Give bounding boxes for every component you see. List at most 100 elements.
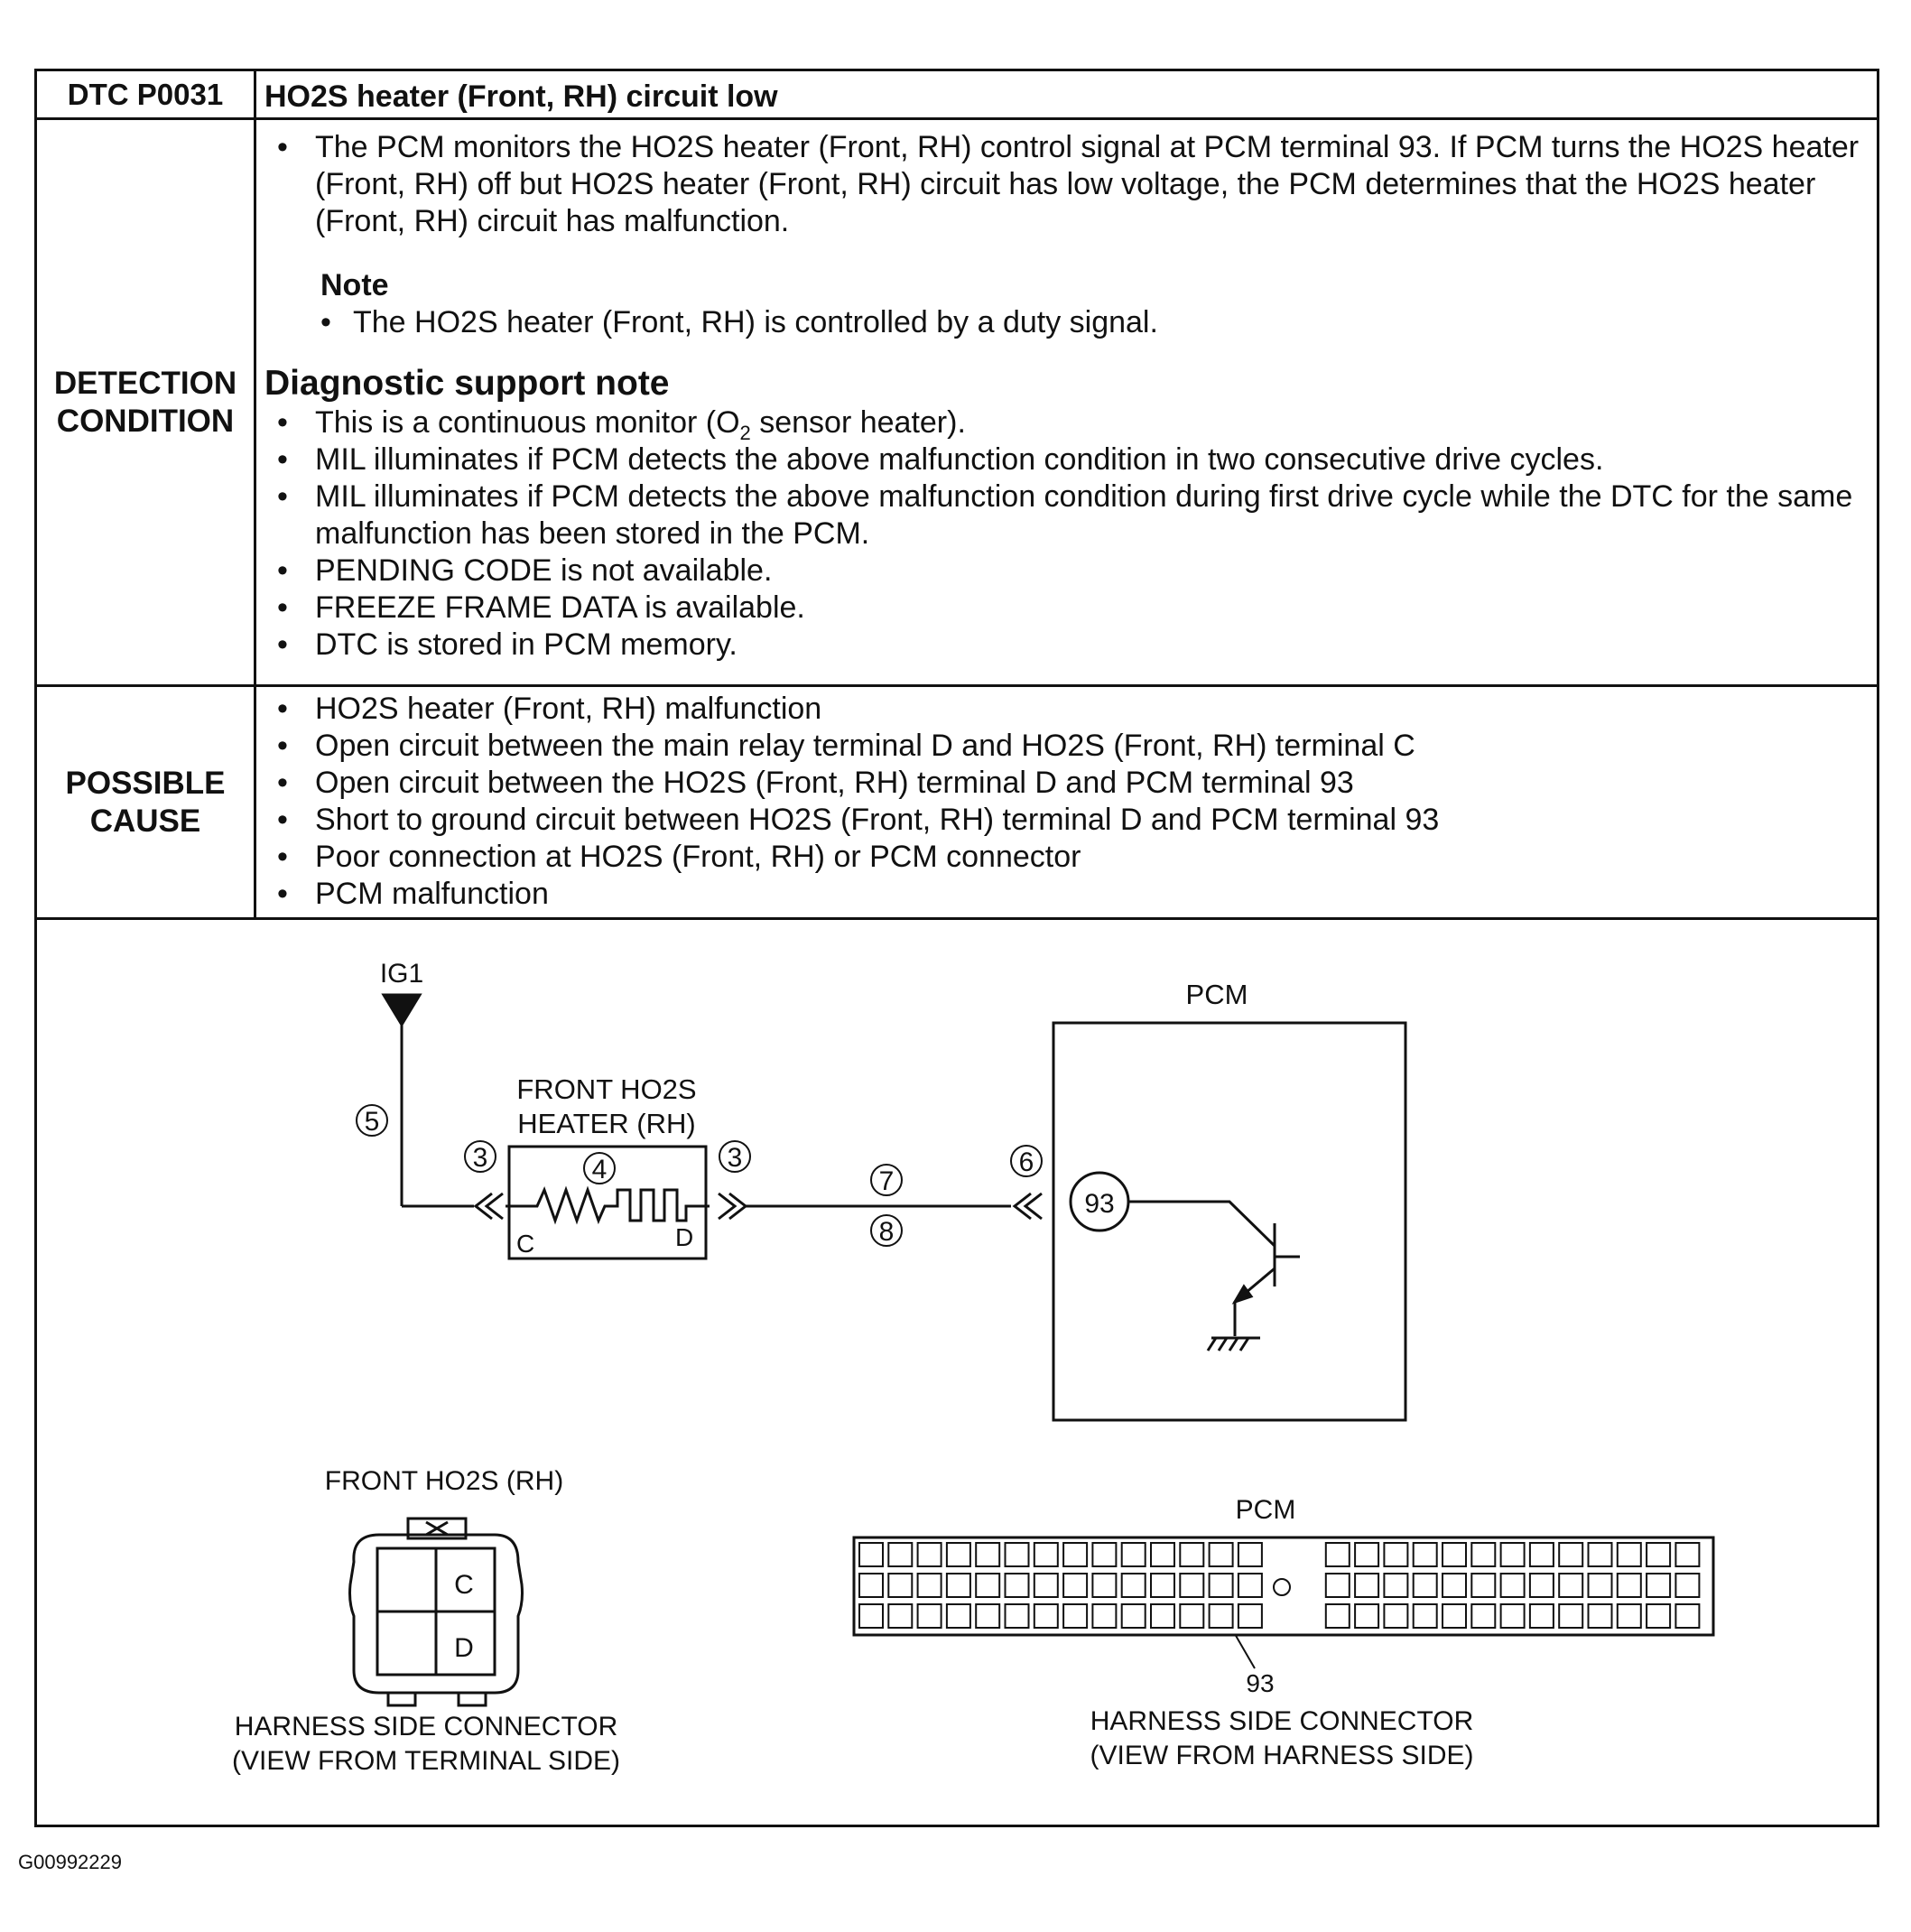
dtc-code: DTC P0031: [37, 71, 256, 117]
pcm-pin-cell: [1528, 1603, 1554, 1629]
pcm-pin-cell: [1528, 1573, 1554, 1598]
conn-left-caption-2: (VIEW FROM TERMINAL SIDE): [232, 1746, 620, 1776]
power-source-icon: [381, 993, 422, 1027]
pcm-pin-cell: [1150, 1603, 1175, 1629]
pcm-box: [1052, 1021, 1407, 1422]
conn-right-caption-2: (VIEW FROM HARNESS SIDE): [1090, 1741, 1473, 1770]
pcm-pin-cell: [1208, 1603, 1234, 1629]
pcm-pin-cell: [1179, 1603, 1205, 1629]
pcm-pin-cell: [1091, 1603, 1118, 1629]
detection-row: DETECTION CONDITION The PCM monitors the…: [37, 120, 1877, 687]
pcm-pin-cell: [1091, 1542, 1118, 1567]
heater-resistor-icon: [506, 1185, 710, 1225]
pcm-pin-cell: [1674, 1573, 1701, 1598]
ho2s-connector-face: [348, 1517, 524, 1707]
transistor-collector: [1128, 1200, 1276, 1248]
figure-id: G00992229: [18, 1851, 122, 1873]
pcm-pin-cell: [1558, 1573, 1584, 1598]
cause-item: PCM malfunction: [264, 876, 1864, 913]
detection-body: The PCM monitors the HO2S heater (Front,…: [264, 129, 1864, 664]
pcm-pin-cell: [887, 1603, 914, 1629]
detection-label: DETECTION CONDITION: [37, 120, 256, 684]
pcm-pin-cell: [1150, 1542, 1175, 1567]
pcm-pin-cell: [1091, 1573, 1118, 1598]
pcm-pin-cell: [1208, 1573, 1234, 1598]
pcm-pin-cell: [1499, 1573, 1526, 1598]
header-row: DTC P0031 HO2S heater (Front, RH) circui…: [37, 71, 1877, 120]
pcm-pin-cell: [1324, 1542, 1350, 1567]
pcm-pin-cell: [1383, 1573, 1409, 1598]
pcm-label: PCM: [1186, 979, 1248, 1010]
pcm-pin-cell: [1646, 1542, 1672, 1567]
connector-left-icon: [473, 1192, 504, 1221]
heater-label-1: FRONT HO2S: [516, 1073, 696, 1105]
cause-item: Short to ground circuit between HO2S (Fr…: [264, 802, 1864, 839]
pcm-pin-cell: [916, 1603, 942, 1629]
pcm-pin-cell: [1499, 1542, 1526, 1567]
note-heading: Note: [320, 268, 389, 302]
ig1-label: IG1: [380, 959, 423, 989]
heater-label-2: HEATER (RH): [517, 1108, 695, 1139]
pcm-pin-cell: [1587, 1542, 1613, 1567]
pcm-pin-cell: [858, 1573, 884, 1598]
pcm-pin-cell: [975, 1573, 1001, 1598]
pcm-pin-cell: [1208, 1542, 1234, 1567]
detection-bullet: The PCM monitors the HO2S heater (Front,…: [264, 129, 1864, 240]
pcm-pin-cell: [887, 1542, 914, 1567]
conn-left-caption-1: HARNESS SIDE CONNECTOR: [235, 1712, 618, 1742]
pin-93-leader: [1234, 1633, 1256, 1669]
note-item: The HO2S heater (Front, RH) is controlle…: [264, 304, 1864, 341]
pcm-pin-cell: [1412, 1573, 1438, 1598]
pcm-pin-cell: [945, 1603, 971, 1629]
pcm-pin-cell: [1587, 1603, 1613, 1629]
pcm-pin-cell: [1324, 1603, 1350, 1629]
conn-right-caption-1: HARNESS SIDE CONNECTOR: [1090, 1706, 1474, 1736]
cause-row: POSSIBLE CAUSE HO2S heater (Front, RH) m…: [37, 687, 1877, 920]
cause-label: POSSIBLE CAUSE: [37, 687, 256, 917]
pcm-pin-cell: [1062, 1573, 1089, 1598]
pcm-pin-cell: [975, 1603, 1001, 1629]
pcm-pin-cell: [1646, 1603, 1672, 1629]
pcm-pin-cell: [1354, 1603, 1380, 1629]
pcm-pin-cell: [1616, 1573, 1642, 1598]
support-item: This is a continuous monitor (O2 sensor …: [264, 404, 1864, 442]
pcm-pin-cell: [1616, 1542, 1642, 1567]
pcm-pin-cell: [1120, 1603, 1146, 1629]
pcm-pin-cell: [916, 1542, 942, 1567]
pcm-pin-cell: [1674, 1603, 1701, 1629]
pcm-pin-cell: [1528, 1542, 1554, 1567]
pcm-pin-cell: [945, 1542, 971, 1567]
pcm-connector-key: [1273, 1578, 1291, 1596]
terminal-d-label: D: [675, 1223, 693, 1251]
cause-item: Poor connection at HO2S (Front, RH) or P…: [264, 839, 1864, 876]
pcm-pin-cell: [1558, 1603, 1584, 1629]
pcm-pin-cell: [858, 1603, 884, 1629]
pcm-pin-cell: [945, 1573, 971, 1598]
emitter-arrow-icon: [1231, 1284, 1254, 1305]
callout-4: 4: [592, 1155, 608, 1184]
callout-8: 8: [879, 1217, 895, 1247]
pcm-pin-cell: [1004, 1603, 1030, 1629]
conn-left-title: FRONT HO2S (RH): [325, 1466, 563, 1496]
pcm-pin-cell: [1033, 1573, 1059, 1598]
pcm-pin-cell: [1674, 1542, 1701, 1567]
pcm-pin-cell: [1470, 1603, 1497, 1629]
pcm-pin-cell: [1383, 1542, 1409, 1567]
support-item: FREEZE FRAME DATA is available.: [264, 590, 1864, 627]
pcm-pin-cell: [1470, 1542, 1497, 1567]
pcm-pin-cell: [1442, 1573, 1467, 1598]
pcm-pin-cell: [1179, 1542, 1205, 1567]
support-item: MIL illuminates if PCM detects the above…: [264, 478, 1864, 553]
pcm-pin-cell: [858, 1542, 884, 1567]
pcm-pin-cell: [1033, 1542, 1059, 1567]
pcm-pin-cell: [887, 1573, 914, 1598]
pcm-pin-cell: [1237, 1542, 1263, 1567]
connector-pcm-icon: [1012, 1192, 1043, 1221]
pcm-pin-cell: [1237, 1603, 1263, 1629]
pcm-pin-cell: [1179, 1573, 1205, 1598]
pcm-pin-cell: [1004, 1573, 1030, 1598]
pcm-pin-cell: [1412, 1542, 1438, 1567]
dtc-title: HO2S heater (Front, RH) circuit low: [264, 79, 778, 114]
pcm-pin-cell: [1587, 1573, 1613, 1598]
